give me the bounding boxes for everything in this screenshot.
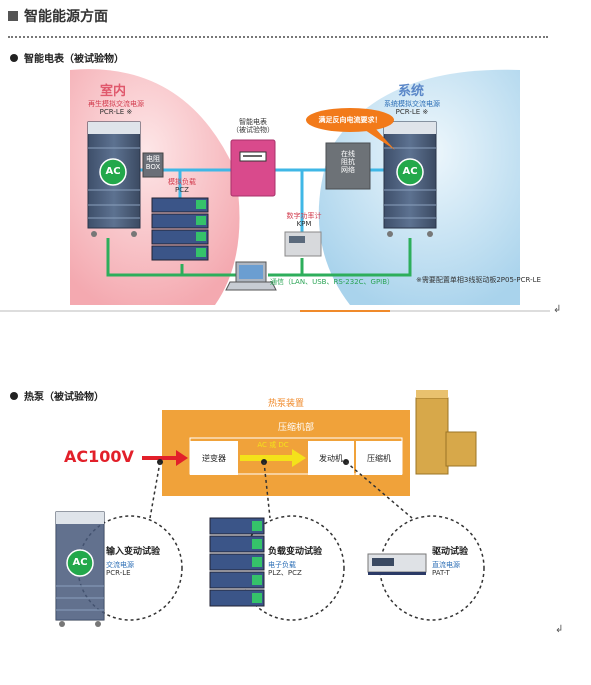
drive-test-caption: 驱动试验 直流电源 PAT-T <box>432 547 469 577</box>
reverse-current-bubble <box>306 108 395 150</box>
ac-input-label: AC100V <box>64 447 134 466</box>
indoor-label: 室内 <box>100 84 127 99</box>
ac-input-arrow <box>142 450 188 466</box>
electronic-load-stack <box>209 517 265 607</box>
comm-line-right <box>268 238 412 277</box>
bullet-icon <box>10 54 18 62</box>
acdc-arrow <box>240 449 306 467</box>
section1-heading: 智能电表（被试验物） <box>10 50 124 65</box>
title-square-icon <box>8 11 18 21</box>
inverter-label: 逆变器 <box>202 454 226 463</box>
power-meter-caption: 数字功率计 KPM <box>286 212 322 228</box>
smart-meter-diagram <box>0 69 550 312</box>
comm-line-left <box>106 238 245 277</box>
load-test-caption: 负载变动试验 电子负载 PLZ、PCZ <box>268 547 323 577</box>
breaker-caption: 电阻 BOX <box>145 155 161 171</box>
meter-caption: 智能电表 （被试验物） <box>232 118 274 134</box>
inverter-box <box>190 441 238 475</box>
compressor-box <box>356 441 402 475</box>
left-ac-source-rack <box>87 121 141 237</box>
power-meter-device <box>284 231 322 257</box>
compressor-label: 压缩机 <box>367 454 391 463</box>
bullet-icon <box>10 392 18 400</box>
load-stack <box>151 197 209 261</box>
impedance-caption: 在线 阻抗 网络 <box>341 150 355 174</box>
impedance-network-box <box>325 142 371 190</box>
pcr-ac-badge: AC <box>72 557 88 568</box>
pcr-le-rack <box>55 511 105 627</box>
load-caption: 模拟负载 PCZ <box>168 178 196 194</box>
input-test-caption: 输入变动试验 交流电源 PCR-LE <box>106 547 161 577</box>
breaker-box <box>142 152 164 178</box>
heat-pump-units <box>415 390 477 475</box>
compressor-title: 压缩机部 <box>277 423 314 433</box>
engine-label: 发动机 <box>319 454 343 463</box>
right-ac-badge: AC <box>402 166 418 177</box>
heatpump-title: 热泵装置 <box>267 399 304 409</box>
smart-meter-device <box>230 139 276 197</box>
page-title: 智能能源方面 <box>8 6 108 26</box>
left-source-caption: 再生模拟交流电源 PCR-LE ※ <box>88 100 144 116</box>
dotted-divider <box>8 36 548 38</box>
right-source-caption: 系统模拟交流电源 PCR-LE ※ <box>384 100 440 116</box>
system-label: 系统 <box>398 84 425 99</box>
dc-source-device <box>367 553 427 575</box>
acdc-label: AC 或 DC <box>257 441 289 449</box>
laptop-icon <box>225 261 277 291</box>
footnote: ※需要配置单相3线驱动板2P05-PCR-LE <box>416 276 541 284</box>
right-ac-source-rack <box>383 121 437 237</box>
paragraph-mark-top: ↲ <box>553 304 561 315</box>
engine-box <box>308 441 354 475</box>
section2-heading: 热泵（被试验物） <box>10 388 104 403</box>
reverse-bubble-text: 满足反向电流要求！ <box>318 116 382 124</box>
paragraph-mark: ↲ <box>555 624 563 635</box>
comm-caption: 通信（LAN、USB、RS-232C、GPIB） <box>270 278 395 286</box>
left-ac-badge: AC <box>105 166 121 177</box>
